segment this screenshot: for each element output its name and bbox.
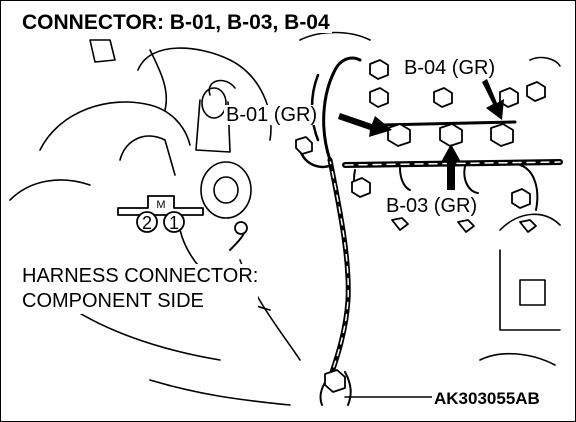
pin-1-circle [163,211,185,233]
figure-code: AK303055AB [432,389,542,408]
engine-component-outlines [9,31,561,406]
pointer-arrows [338,79,504,190]
arrow-b04 [482,79,504,120]
pin-2-circle [136,211,158,233]
b04-callout: B-04 (GR) [402,57,498,79]
wiring-harness [298,56,563,406]
arrow-b03 [441,144,461,190]
caption-line-2: COMPONENT SIDE [22,290,204,312]
b01-callout: B-01 (GR) [224,104,320,126]
harness-connector-symbol: M 2 1 [117,195,204,233]
ground-terminal-icon [229,221,248,251]
pin-1-label: 1 [169,213,179,233]
pin-2-label: 2 [142,213,152,233]
diagram-title: CONNECTOR: B-01, B-03, B-04 [20,11,332,34]
b03-callout: B-03 (GR) [384,195,480,217]
caption-line-1: HARNESS CONNECTOR: [22,265,259,287]
arrow-b01 [338,113,392,137]
connector-marker: M [156,199,165,211]
harness-caption: HARNESS CONNECTOR: COMPONENT SIDE [22,264,259,314]
connector-blocks [295,59,546,393]
